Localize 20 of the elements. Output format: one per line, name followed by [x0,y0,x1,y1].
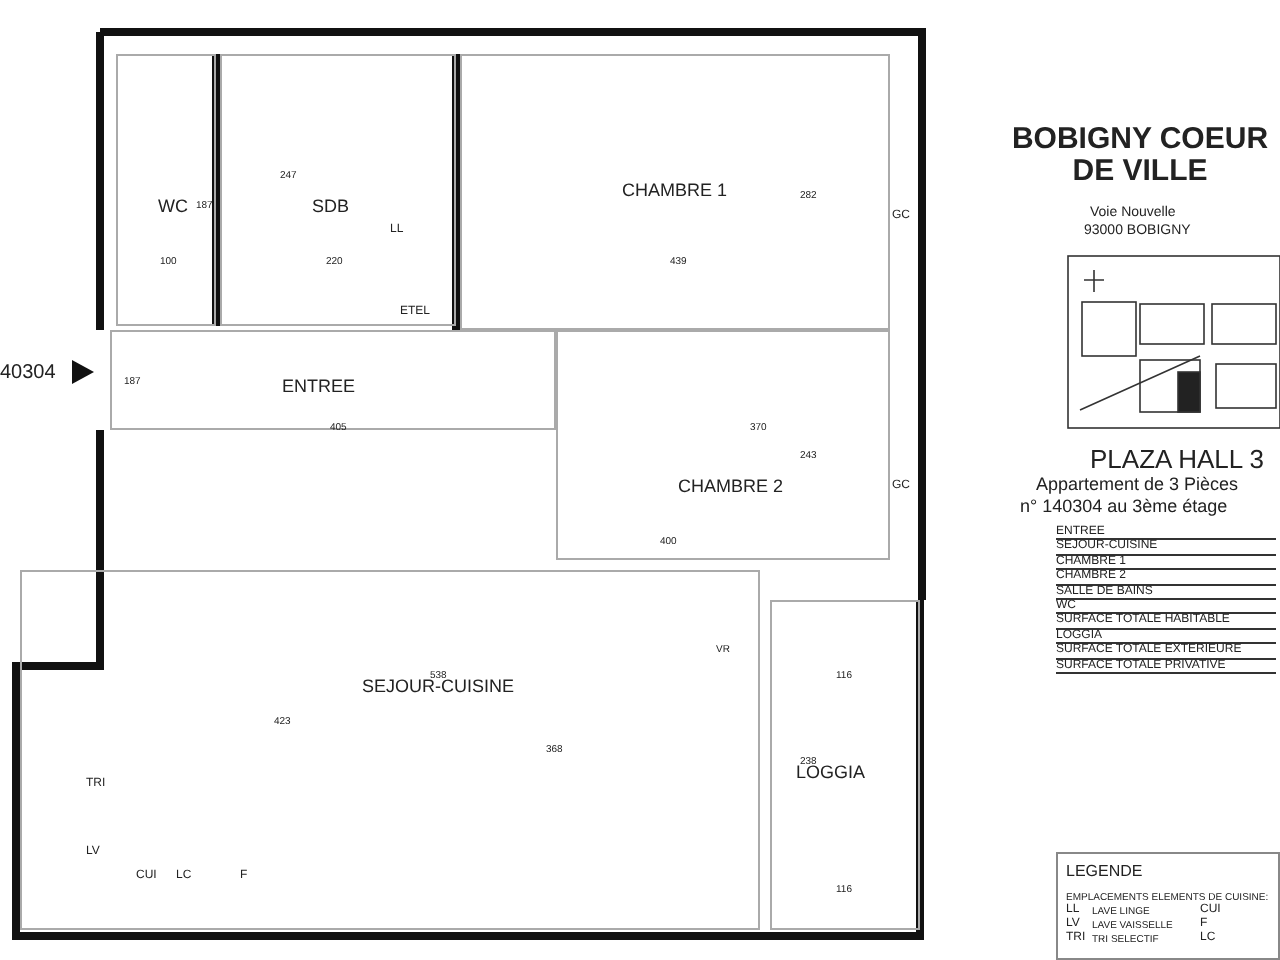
room-area [556,330,890,560]
room-name: WC [158,196,188,216]
room-area [110,330,556,430]
room-area [770,600,920,930]
room-name: ENTREE [282,376,356,396]
room-area [20,570,760,930]
room-name: SDB [312,196,350,216]
unit-description: n° 140304 au 3ème étage [1020,496,1228,516]
room-area [460,54,890,330]
room-name: CHAMBRE 1 [622,180,728,200]
room-name: LOGGIA [796,762,866,782]
project-title: BOBIGNY COEUR DE VILLE [1010,124,1270,188]
room-name: SEJOUR-CUISINE [362,676,515,696]
legend-heading: LEGENDE [1066,862,1143,880]
room-area [116,54,216,326]
unit-description: Appartement de 3 Pièces [1036,474,1239,494]
room-area [220,54,456,326]
building-name: PLAZA HALL 3 [1090,444,1264,474]
room-name: CHAMBRE 2 [678,476,784,496]
unit-number: 40304 [0,362,56,384]
